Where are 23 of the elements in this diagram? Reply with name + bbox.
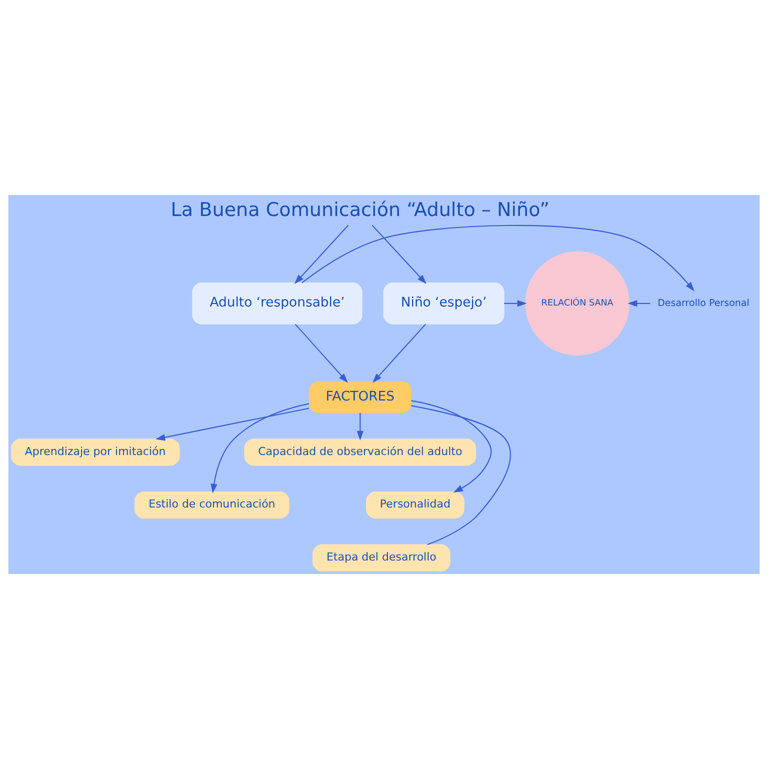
connector xyxy=(411,404,511,545)
node-box: Niño ‘espejo’ xyxy=(383,282,504,324)
node-box: Estilo de comunicación xyxy=(134,490,290,518)
node-box: Etapa del desarrollo xyxy=(312,544,450,571)
arrow xyxy=(411,400,492,492)
node-box: FACTORES xyxy=(308,380,412,412)
node-box: Aprendizaje por imitación xyxy=(10,438,180,466)
arrow xyxy=(294,224,349,284)
arrow xyxy=(156,407,310,440)
node-box: Adulto ‘responsable’ xyxy=(192,282,362,324)
arrow xyxy=(294,323,348,382)
arrow xyxy=(628,300,650,306)
node-text: Desarrollo Personal xyxy=(658,297,750,308)
arrow xyxy=(372,323,426,382)
arrow xyxy=(210,402,310,493)
node-box: Personalidad xyxy=(366,490,464,518)
node-box: Capacidad de observación del adulto xyxy=(244,438,476,466)
arrow xyxy=(372,224,426,284)
node-circle: RELACIÓN SANA xyxy=(525,250,630,356)
arrow xyxy=(356,412,364,440)
node-text: La Buena Comunicación “Adulto – Niño” xyxy=(170,198,550,221)
arrow xyxy=(302,224,694,291)
arrow xyxy=(504,300,527,306)
